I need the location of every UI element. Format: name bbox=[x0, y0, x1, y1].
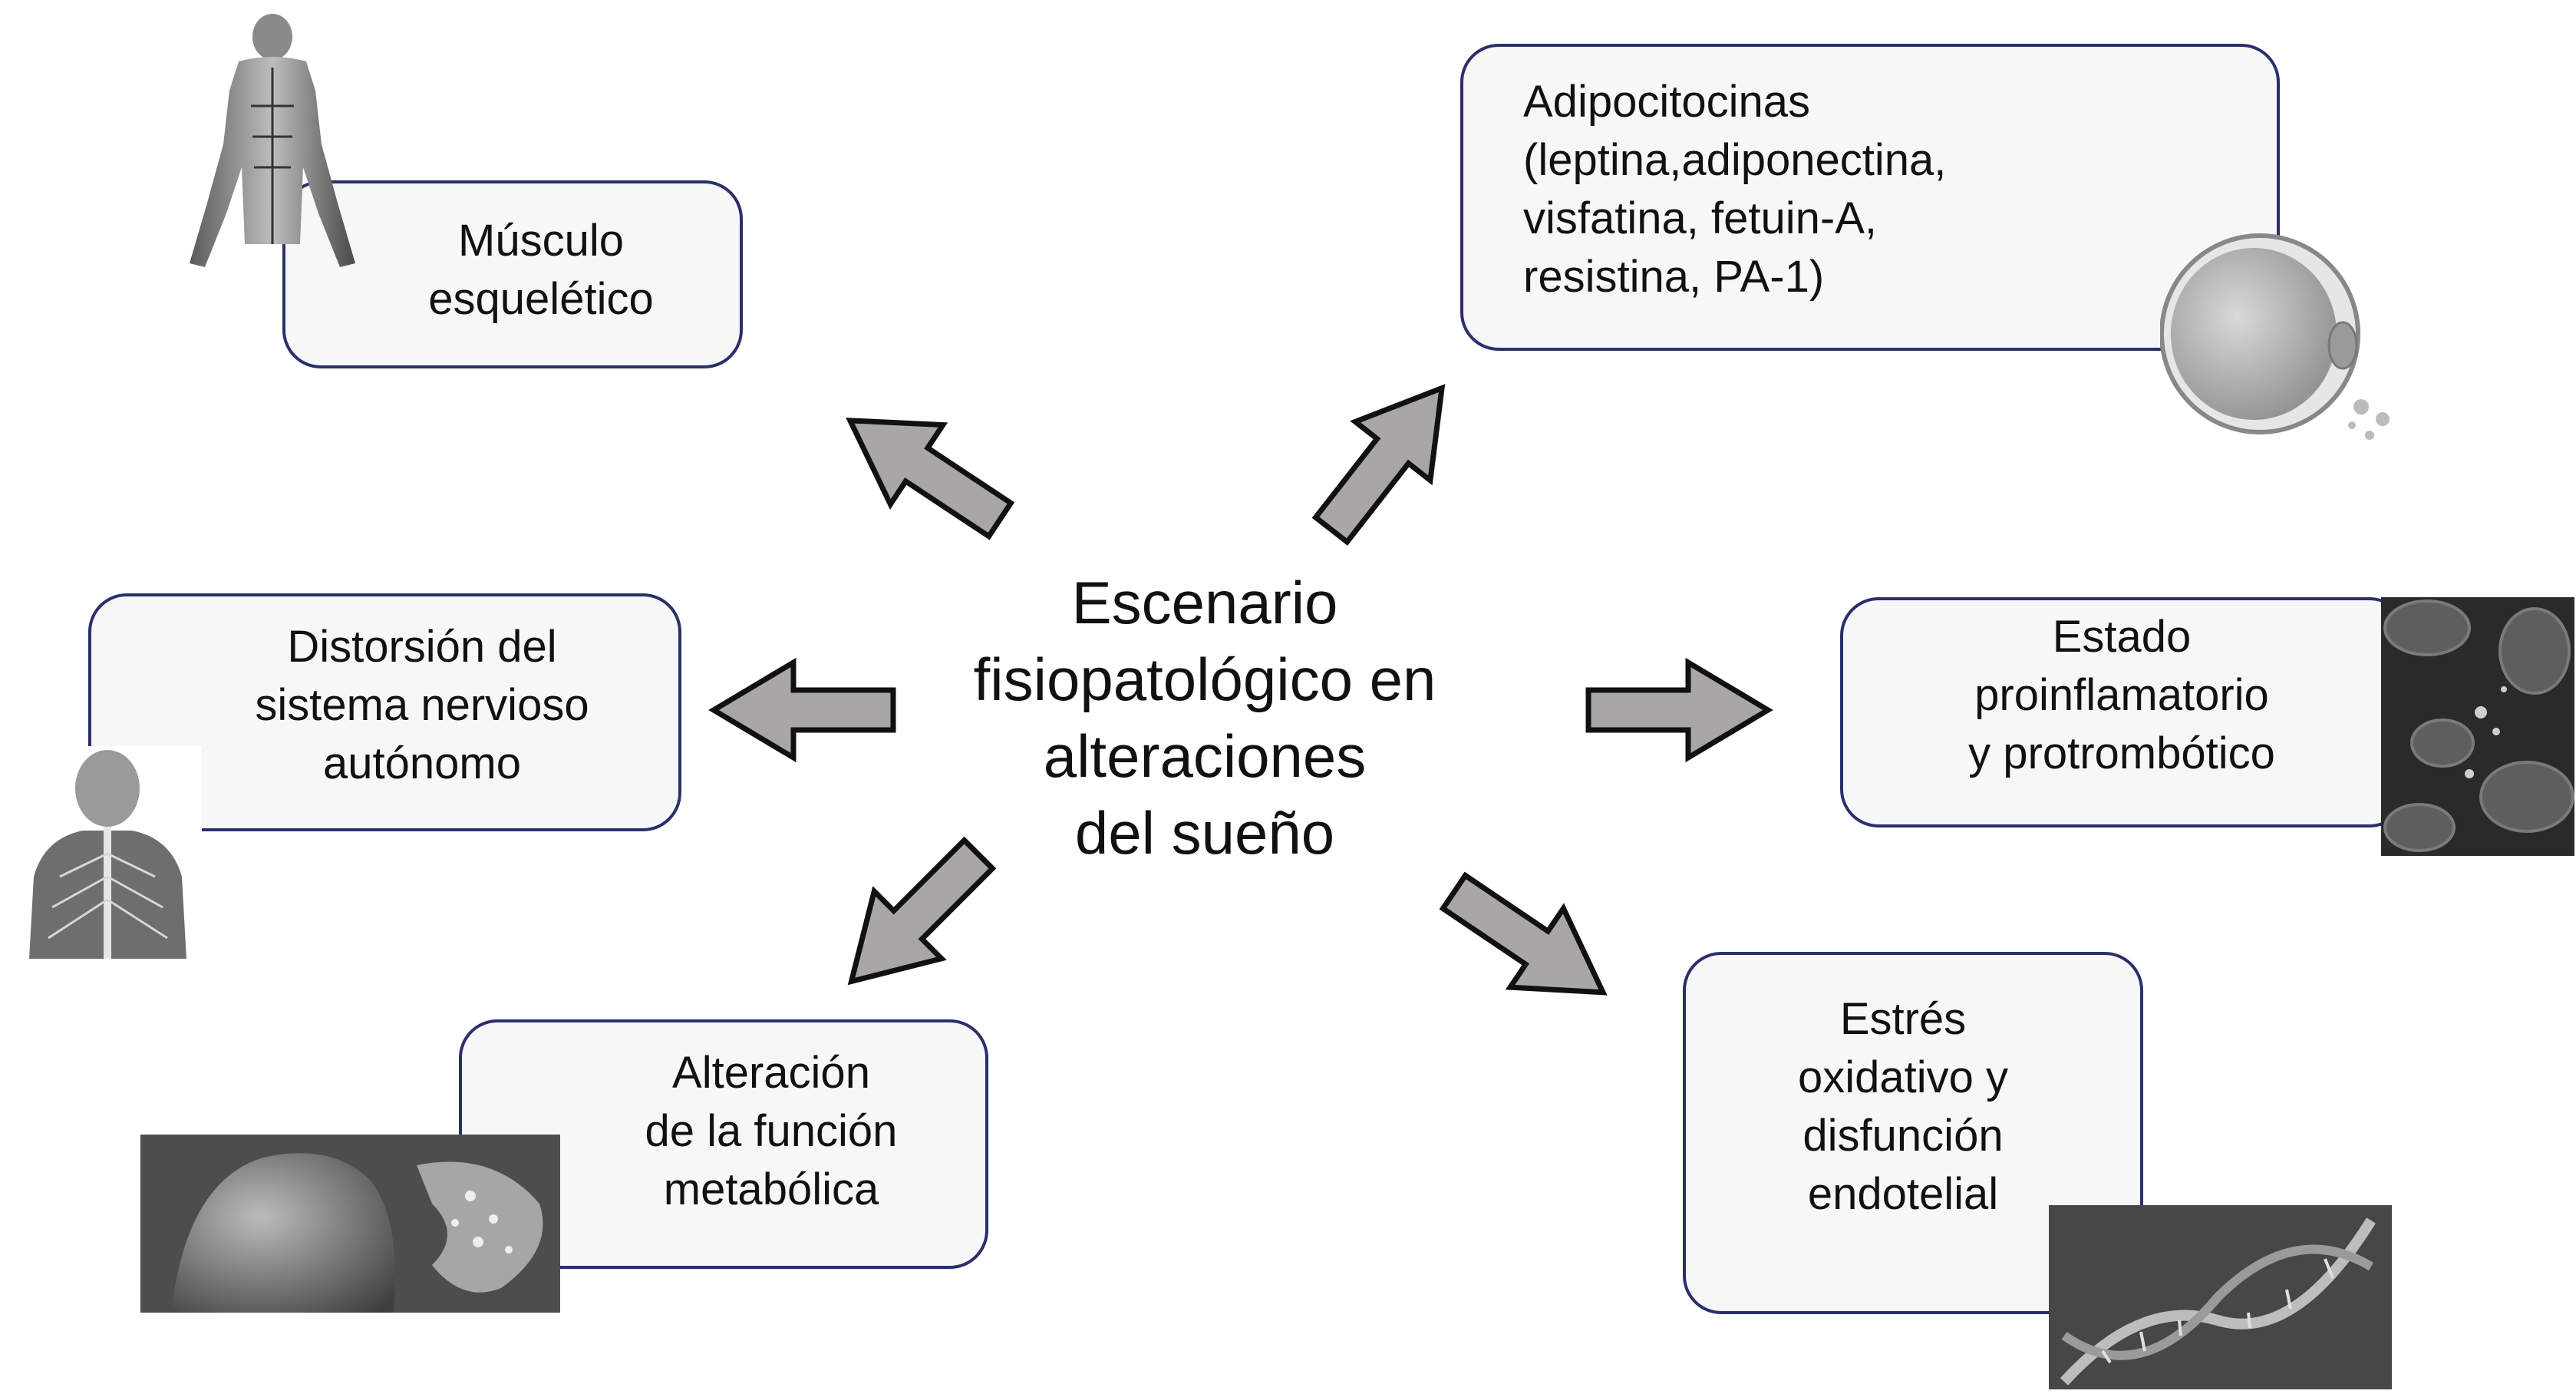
node-text-line: Músculo bbox=[458, 216, 624, 266]
node-text-line: (leptina,adiponectina, bbox=[1523, 135, 1947, 185]
dna-helix-image bbox=[2049, 1205, 2392, 1389]
muscular-anatomy-figure bbox=[165, 14, 380, 275]
node-text-line: Estrés bbox=[1839, 994, 1967, 1044]
node-text-line: resistina, PA-1) bbox=[1523, 252, 1825, 302]
node-text-line: proinflamatorio bbox=[1974, 670, 2269, 720]
node-proinflamatorio-box bbox=[1840, 597, 2408, 827]
node-text-line: oxidativo y bbox=[1797, 1052, 2009, 1102]
center-title-line: del sueño bbox=[1074, 799, 1335, 867]
node-distorsion-text: Distorsión del sistema nervioso autónomo bbox=[223, 618, 622, 793]
adipocyte-cell-drawing bbox=[2160, 230, 2398, 453]
center-title: Escenario fisiopatológico en alteracione… bbox=[898, 564, 1512, 871]
node-text-line: metabólica bbox=[663, 1164, 879, 1214]
node-metabolica-text: Alteración de la función metabólica bbox=[591, 1044, 952, 1219]
node-text-line: Estado bbox=[2052, 612, 2192, 662]
node-musculo-text: Músculo esquelético bbox=[368, 212, 714, 329]
node-text-line: autónomo bbox=[323, 738, 521, 788]
node-text-line: esquelético bbox=[428, 274, 654, 324]
node-text-line: Alteración bbox=[672, 1048, 870, 1098]
center-title-line: Escenario bbox=[1071, 569, 1338, 636]
node-text-line: Adipocitocinas bbox=[1523, 77, 1810, 127]
center-title-line: alteraciones bbox=[1043, 722, 1367, 790]
digestive-organs-figure bbox=[140, 1135, 560, 1313]
node-text-line: Distorsión del bbox=[287, 622, 557, 672]
node-oxidativo-text: Estrés oxidativo y disfunción endotelial bbox=[1727, 990, 2080, 1224]
node-proinflamatorio-text: Estado proinflamatorio y protrombótico bbox=[1918, 608, 2325, 783]
center-title-line: fisiopatológico en bbox=[973, 646, 1436, 713]
node-adipocitocinas-text: Adipocitocinas (leptina,adiponectina, vi… bbox=[1523, 73, 2076, 306]
blood-cells-micrograph bbox=[2381, 597, 2574, 856]
node-text-line: disfunción bbox=[1803, 1111, 2004, 1161]
node-adipocitocinas-box bbox=[1460, 44, 2280, 351]
node-text-line: endotelial bbox=[1807, 1169, 1999, 1219]
arrow-to-adipocitocinas bbox=[1294, 358, 1479, 559]
node-musculo-box bbox=[282, 180, 743, 368]
arrow-to-musculo bbox=[824, 381, 1027, 560]
node-text-line: sistema nervioso bbox=[255, 680, 589, 730]
arrow-to-distorsion bbox=[714, 662, 893, 758]
arrow-to-proinflamatorio bbox=[1588, 662, 1768, 758]
nervous-system-back-figure bbox=[14, 746, 202, 959]
arrow-to-oxidativo bbox=[1427, 853, 1629, 1032]
node-text-line: visfatina, fetuin-A, bbox=[1523, 193, 1877, 243]
node-text-line: y protrombótico bbox=[1968, 728, 2275, 778]
node-text-line: de la función bbox=[645, 1106, 898, 1156]
